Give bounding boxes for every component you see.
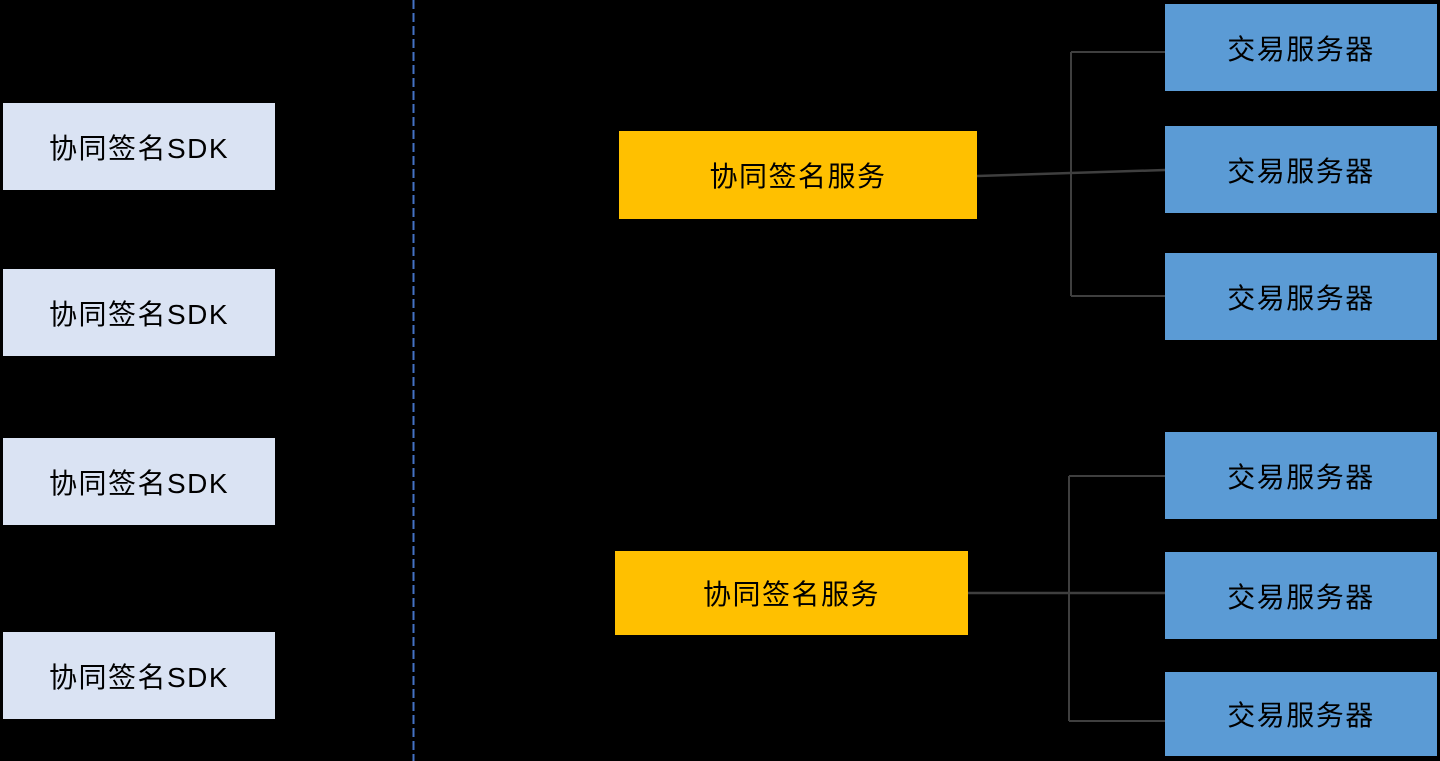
transaction-server-box-2: 交易服务器 [1165,126,1437,213]
transaction-server-box-1: 交易服务器 [1165,4,1437,91]
sdk-box-4-label: 协同签名SDK [48,661,230,693]
sdk-box-2: 协同签名SDK [3,269,275,356]
sdk-box-1: 协同签名SDK [3,103,275,190]
sdk-box-1-label: 协同签名SDK [48,132,230,164]
transaction-server-box-6-label: 交易服务器 [1227,700,1375,731]
sdk-box-3-label: 协同签名SDK [48,467,230,499]
transaction-server-box-6: 交易服务器 [1165,672,1437,756]
transaction-server-box-4-label: 交易服务器 [1227,461,1375,493]
signing-service-box-2-label: 协同签名服务 [702,579,880,610]
signing-service-box-2: 协同签名服务 [615,551,968,635]
transaction-server-box-3: 交易服务器 [1165,253,1437,340]
signing-service-box-1: 协同签名服务 [619,131,977,219]
transaction-server-box-5: 交易服务器 [1165,552,1437,639]
sdk-box-2-label: 协同签名SDK [48,298,230,330]
sdk-box-3: 协同签名SDK [3,438,275,525]
transaction-server-box-3-label: 交易服务器 [1227,282,1375,314]
transaction-server-box-5-label: 交易服务器 [1227,581,1375,613]
transaction-server-box-2-label: 交易服务器 [1227,155,1375,187]
sdk-box-4: 协同签名SDK [3,632,275,719]
signing-service-box-1-label: 协同签名服务 [709,161,887,192]
transaction-server-box-4: 交易服务器 [1165,432,1437,519]
transaction-server-box-1-label: 交易服务器 [1227,33,1375,65]
